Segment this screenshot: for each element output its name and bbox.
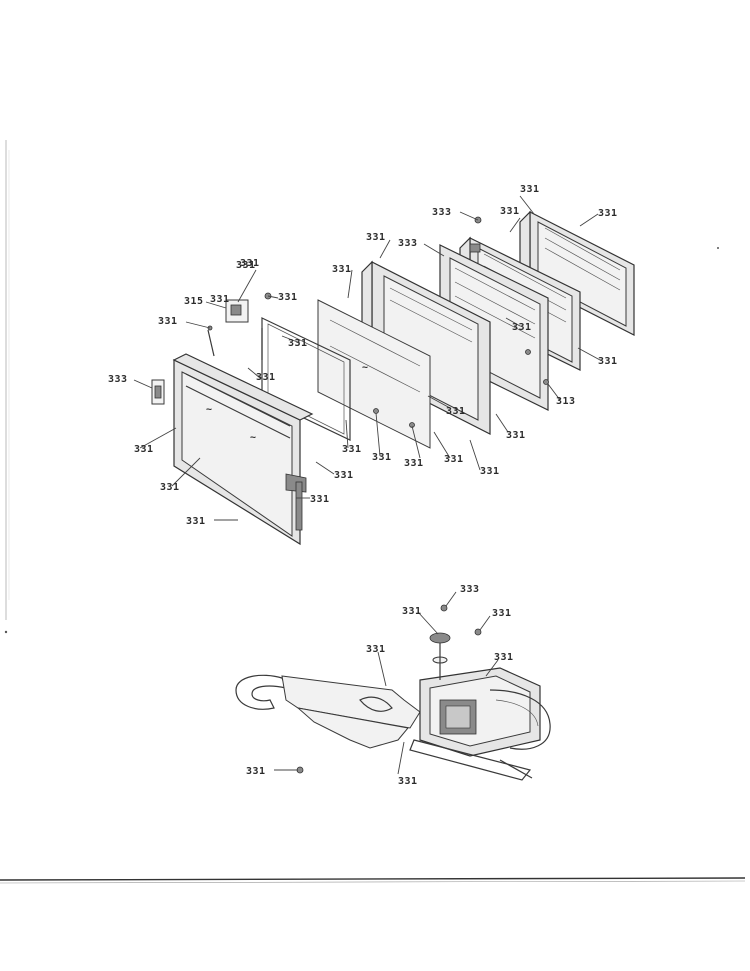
part-label: 331 — [480, 466, 500, 477]
part-label: 331 — [246, 766, 266, 777]
door-assembly-exploded-view: ~ ~ ~ — [108, 184, 635, 546]
part-label: 331 — [520, 184, 540, 195]
part-label: 331 — [398, 776, 418, 787]
part-label: 333 — [398, 238, 418, 249]
part-label: 331 — [492, 608, 512, 619]
part-label: 331 — [494, 652, 514, 663]
front-inner-panel: ~ — [317, 299, 431, 449]
part-label: 331 — [446, 406, 466, 417]
part-label: 331 — [240, 258, 260, 269]
door-handle-end — [151, 379, 165, 405]
part-label: 331 — [186, 516, 206, 527]
part-label: 331 — [598, 208, 618, 219]
page-bottom-rule — [0, 877, 746, 881]
outer-front-door: ~ ~ — [172, 353, 314, 546]
part-label: 331 — [598, 356, 618, 367]
part-label: 315 — [184, 296, 204, 307]
part-label: 331 — [444, 454, 464, 465]
part-label: 331 — [158, 316, 178, 327]
svg-text:~: ~ — [206, 404, 213, 415]
part-label: 331 — [288, 338, 308, 349]
part-label: 331 — [310, 494, 330, 505]
svg-text:~: ~ — [250, 432, 257, 443]
part-label: 331 — [342, 444, 362, 455]
part-label: 331 — [366, 644, 386, 655]
part-label: 331 — [134, 444, 154, 455]
door-gasket-frame — [261, 317, 351, 441]
part-label: 331 — [256, 372, 276, 383]
svg-text:~: ~ — [362, 362, 369, 373]
part-label: 333 — [108, 374, 128, 385]
part-label: 331 — [332, 264, 352, 275]
hinge-bracket — [207, 299, 263, 360]
part-label: 331 — [278, 292, 298, 303]
leader-lines — [133, 195, 601, 521]
part-label: 331 — [506, 430, 526, 441]
page-bottom-rule-shadow — [0, 880, 746, 884]
rear-door-panel — [519, 210, 635, 336]
part-label: 331 — [210, 294, 230, 305]
part-label: 331 — [160, 482, 180, 493]
part-label: 331 — [402, 606, 422, 617]
part-label: 331 — [372, 452, 392, 463]
part-label: 331 — [334, 470, 354, 481]
scan-edge-marks — [4, 140, 719, 634]
part-label: 331 — [404, 458, 424, 469]
door-part-labels: 333 331 331 331 333 331 331 331 331 315 … — [108, 184, 618, 527]
part-label: 333 — [432, 207, 452, 218]
part-label: 331 — [500, 206, 520, 217]
part-label: 313 — [556, 396, 576, 407]
part-label: 331 — [366, 232, 386, 243]
door-latch-assembly: 333 331 331 331 331 331 331 — [235, 584, 551, 787]
part-label: 331 — [236, 260, 256, 271]
part-label: 333 — [460, 584, 480, 595]
part-label: 331 — [512, 322, 532, 333]
